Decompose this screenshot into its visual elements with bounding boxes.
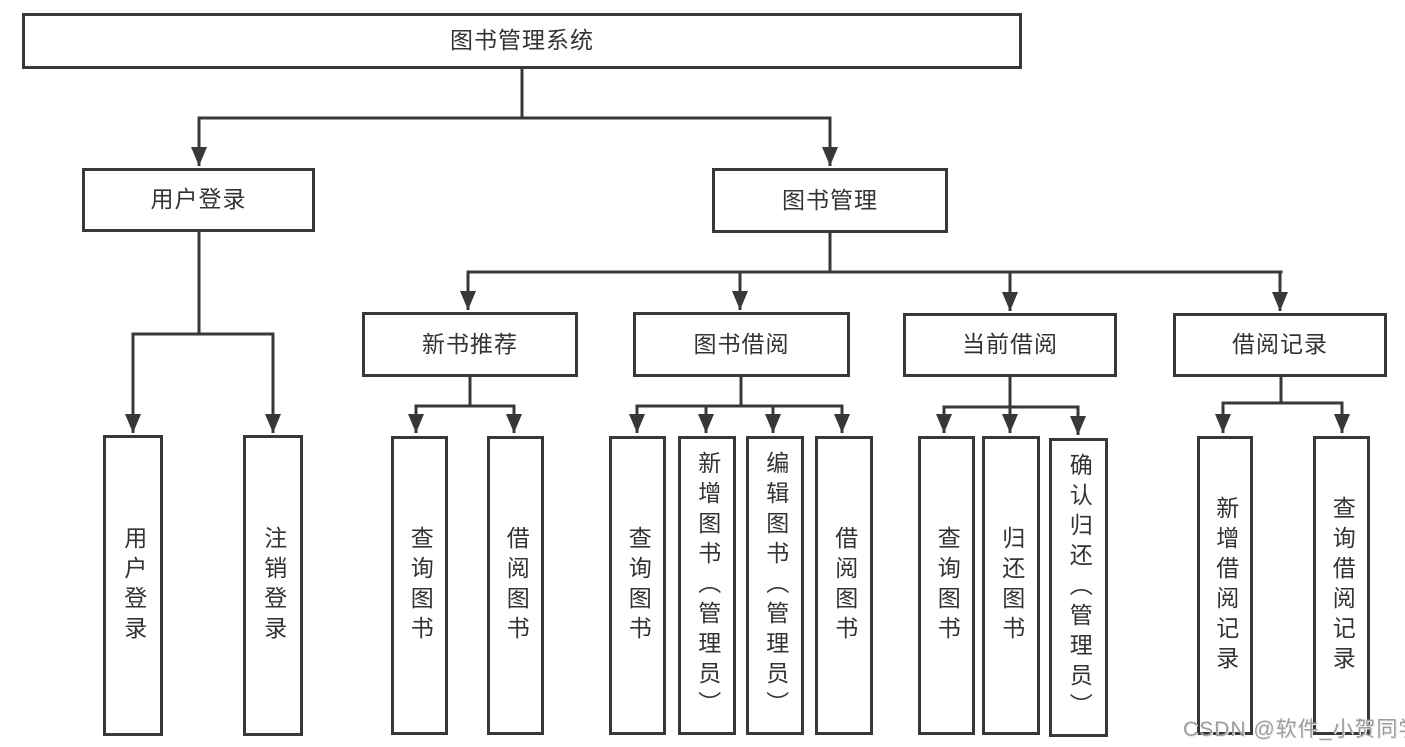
node-borrowing-records: 借阅记录 [1173, 313, 1387, 377]
leaf-cb-confirm-return-admin: 确认归还（管理员） [1049, 438, 1108, 737]
leaf-bb-query-books: 查询图书 [609, 436, 666, 735]
leaf-bb-add-books-admin: 新增图书（管理员） [678, 436, 736, 735]
leaf-bb-edit-books-admin: 编辑图书（管理员） [746, 436, 804, 735]
node-library-system: 图书管理系统 [22, 13, 1022, 69]
connector-new-book-recommend-trunk [414, 376, 516, 408]
node-current-borrowing: 当前借阅 [903, 313, 1117, 377]
leaf-user-login: 用户登录 [103, 435, 163, 736]
leaf-bb-borrow-books: 借阅图书 [815, 436, 873, 735]
connector-current-borrowing-trunk [942, 376, 1080, 409]
csdn-watermark: CSDN @软件_小贺同学 [1183, 718, 1405, 741]
leaf-br-query-record: 查询借阅记录 [1313, 436, 1370, 735]
node-new-book-recommend: 新书推荐 [362, 312, 578, 377]
leaf-rec-borrow-books: 借阅图书 [487, 436, 544, 735]
connector-borrowing-records-trunk [1221, 376, 1344, 405]
leaf-logout-login: 注销登录 [243, 435, 303, 736]
leaf-cb-query-books: 查询图书 [918, 436, 975, 735]
connector-book-management-trunk [466, 232, 1283, 274]
connector-user-login-trunk [131, 231, 275, 336]
node-book-management: 图书管理 [712, 168, 948, 233]
node-book-borrowing: 图书借阅 [633, 312, 850, 377]
connector-book-borrowing-trunk [635, 376, 844, 408]
leaf-cb-return-books: 归还图书 [982, 436, 1040, 735]
leaf-rec-query-books: 查询图书 [391, 436, 448, 735]
connector-root-trunk [197, 67, 832, 120]
node-user-login: 用户登录 [82, 168, 315, 232]
leaf-br-add-record: 新增借阅记录 [1197, 436, 1253, 735]
